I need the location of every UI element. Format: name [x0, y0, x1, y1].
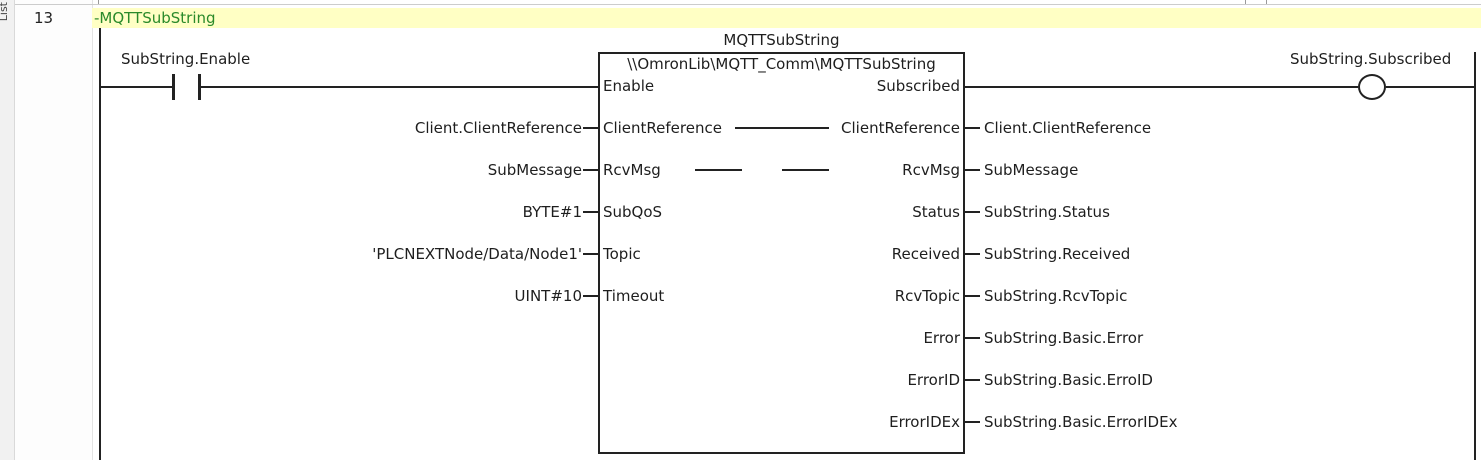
right-power-rail	[1474, 52, 1476, 460]
output-var-received[interactable]: SubString.Received	[984, 245, 1131, 263]
wire-coil-to-rail	[1386, 86, 1474, 88]
top-tick	[98, 0, 99, 4]
inout-link-clientreference	[735, 127, 782, 129]
rung-comment[interactable]: -MQTTSubString	[94, 9, 216, 27]
top-tick	[1266, 0, 1267, 4]
coil-variable-label[interactable]: SubString.Subscribed	[1290, 50, 1452, 68]
input-wire-subqos	[583, 211, 598, 213]
input-pin-clientreference: ClientReference	[603, 119, 722, 137]
input-pin-topic: Topic	[603, 245, 641, 263]
output-wire-clientreference	[965, 127, 980, 129]
output-pin-status: Status	[912, 203, 960, 221]
inout-link-clientreference	[782, 127, 829, 129]
output-pin-received: Received	[891, 245, 960, 263]
input-var-topic[interactable]: 'PLCNEXTNode/Data/Node1'	[372, 245, 582, 263]
input-pin-enable: Enable	[603, 77, 655, 95]
output-var-rcvmsg[interactable]: SubMessage	[984, 161, 1079, 179]
contact-variable-label[interactable]: SubString.Enable	[121, 50, 251, 68]
top-tick	[1245, 0, 1246, 4]
output-pin-errorid: ErrorID	[907, 371, 960, 389]
input-wire-timeout	[583, 295, 598, 297]
input-wire-clientreference	[583, 127, 598, 129]
output-pin-subscribed: Subscribed	[876, 77, 960, 95]
input-pin-timeout: Timeout	[603, 287, 665, 305]
side-panel-label[interactable]: List	[0, 2, 10, 22]
contact-left-bar[interactable]	[172, 74, 175, 100]
wire-contact-to-block	[200, 86, 598, 88]
output-var-errorid[interactable]: SubString.Basic.ErroID	[984, 371, 1153, 389]
output-wire-rcvmsg	[965, 169, 980, 171]
fb-type-path: \\OmronLib\MQTT_Comm\MQTTSubString	[627, 55, 936, 73]
output-wire-erroridex	[965, 421, 980, 423]
rung-number: 13	[34, 9, 54, 27]
left-power-rail	[99, 28, 101, 460]
output-pin-error: Error	[923, 329, 960, 347]
output-wire-errorid	[965, 379, 980, 381]
output-pin-clientreference: ClientReference	[841, 119, 960, 137]
output-var-error[interactable]: SubString.Basic.Error	[984, 329, 1144, 347]
input-pin-rcvmsg: RcvMsg	[603, 161, 661, 179]
output-pin-erroridex: ErrorIDEx	[889, 413, 960, 431]
output-var-status[interactable]: SubString.Status	[984, 203, 1110, 221]
inout-link-rcvmsg	[782, 169, 829, 171]
output-var-rcvtopic[interactable]: SubString.RcvTopic	[984, 287, 1128, 305]
output-wire-error	[965, 337, 980, 339]
output-wire-received	[965, 253, 980, 255]
wire-rail-to-contact	[101, 86, 173, 88]
input-var-clientreference[interactable]: Client.ClientReference	[414, 119, 582, 137]
wire-block-to-coil	[965, 86, 1358, 88]
input-var-subqos[interactable]: BYTE#1	[522, 203, 582, 221]
output-var-erroridex[interactable]: SubString.Basic.ErrorIDEx	[984, 413, 1178, 431]
inout-link-rcvmsg	[695, 169, 742, 171]
side-panel-strip[interactable]	[0, 0, 15, 460]
output-wire-rcvtopic	[965, 295, 980, 297]
output-pin-rcvmsg: RcvMsg	[902, 161, 960, 179]
function-block-mqttsubstring[interactable]	[598, 52, 965, 454]
input-var-rcvmsg[interactable]: SubMessage	[487, 161, 582, 179]
fb-instance-name[interactable]: MQTTSubString	[723, 31, 840, 49]
output-var-clientreference[interactable]: Client.ClientReference	[984, 119, 1152, 137]
output-coil[interactable]	[1358, 74, 1386, 100]
rung-gutter	[15, 0, 93, 460]
previous-rung-border	[15, 4, 1481, 5]
input-pin-subqos: SubQoS	[603, 203, 663, 221]
output-wire-status	[965, 211, 980, 213]
input-wire-topic	[583, 253, 598, 255]
output-pin-rcvtopic: RcvTopic	[894, 287, 960, 305]
contact-right-bar[interactable]	[198, 74, 201, 100]
input-wire-rcvmsg	[583, 169, 598, 171]
rung-comment-bar[interactable]	[92, 8, 1481, 28]
input-var-timeout[interactable]: UINT#10	[514, 287, 582, 305]
